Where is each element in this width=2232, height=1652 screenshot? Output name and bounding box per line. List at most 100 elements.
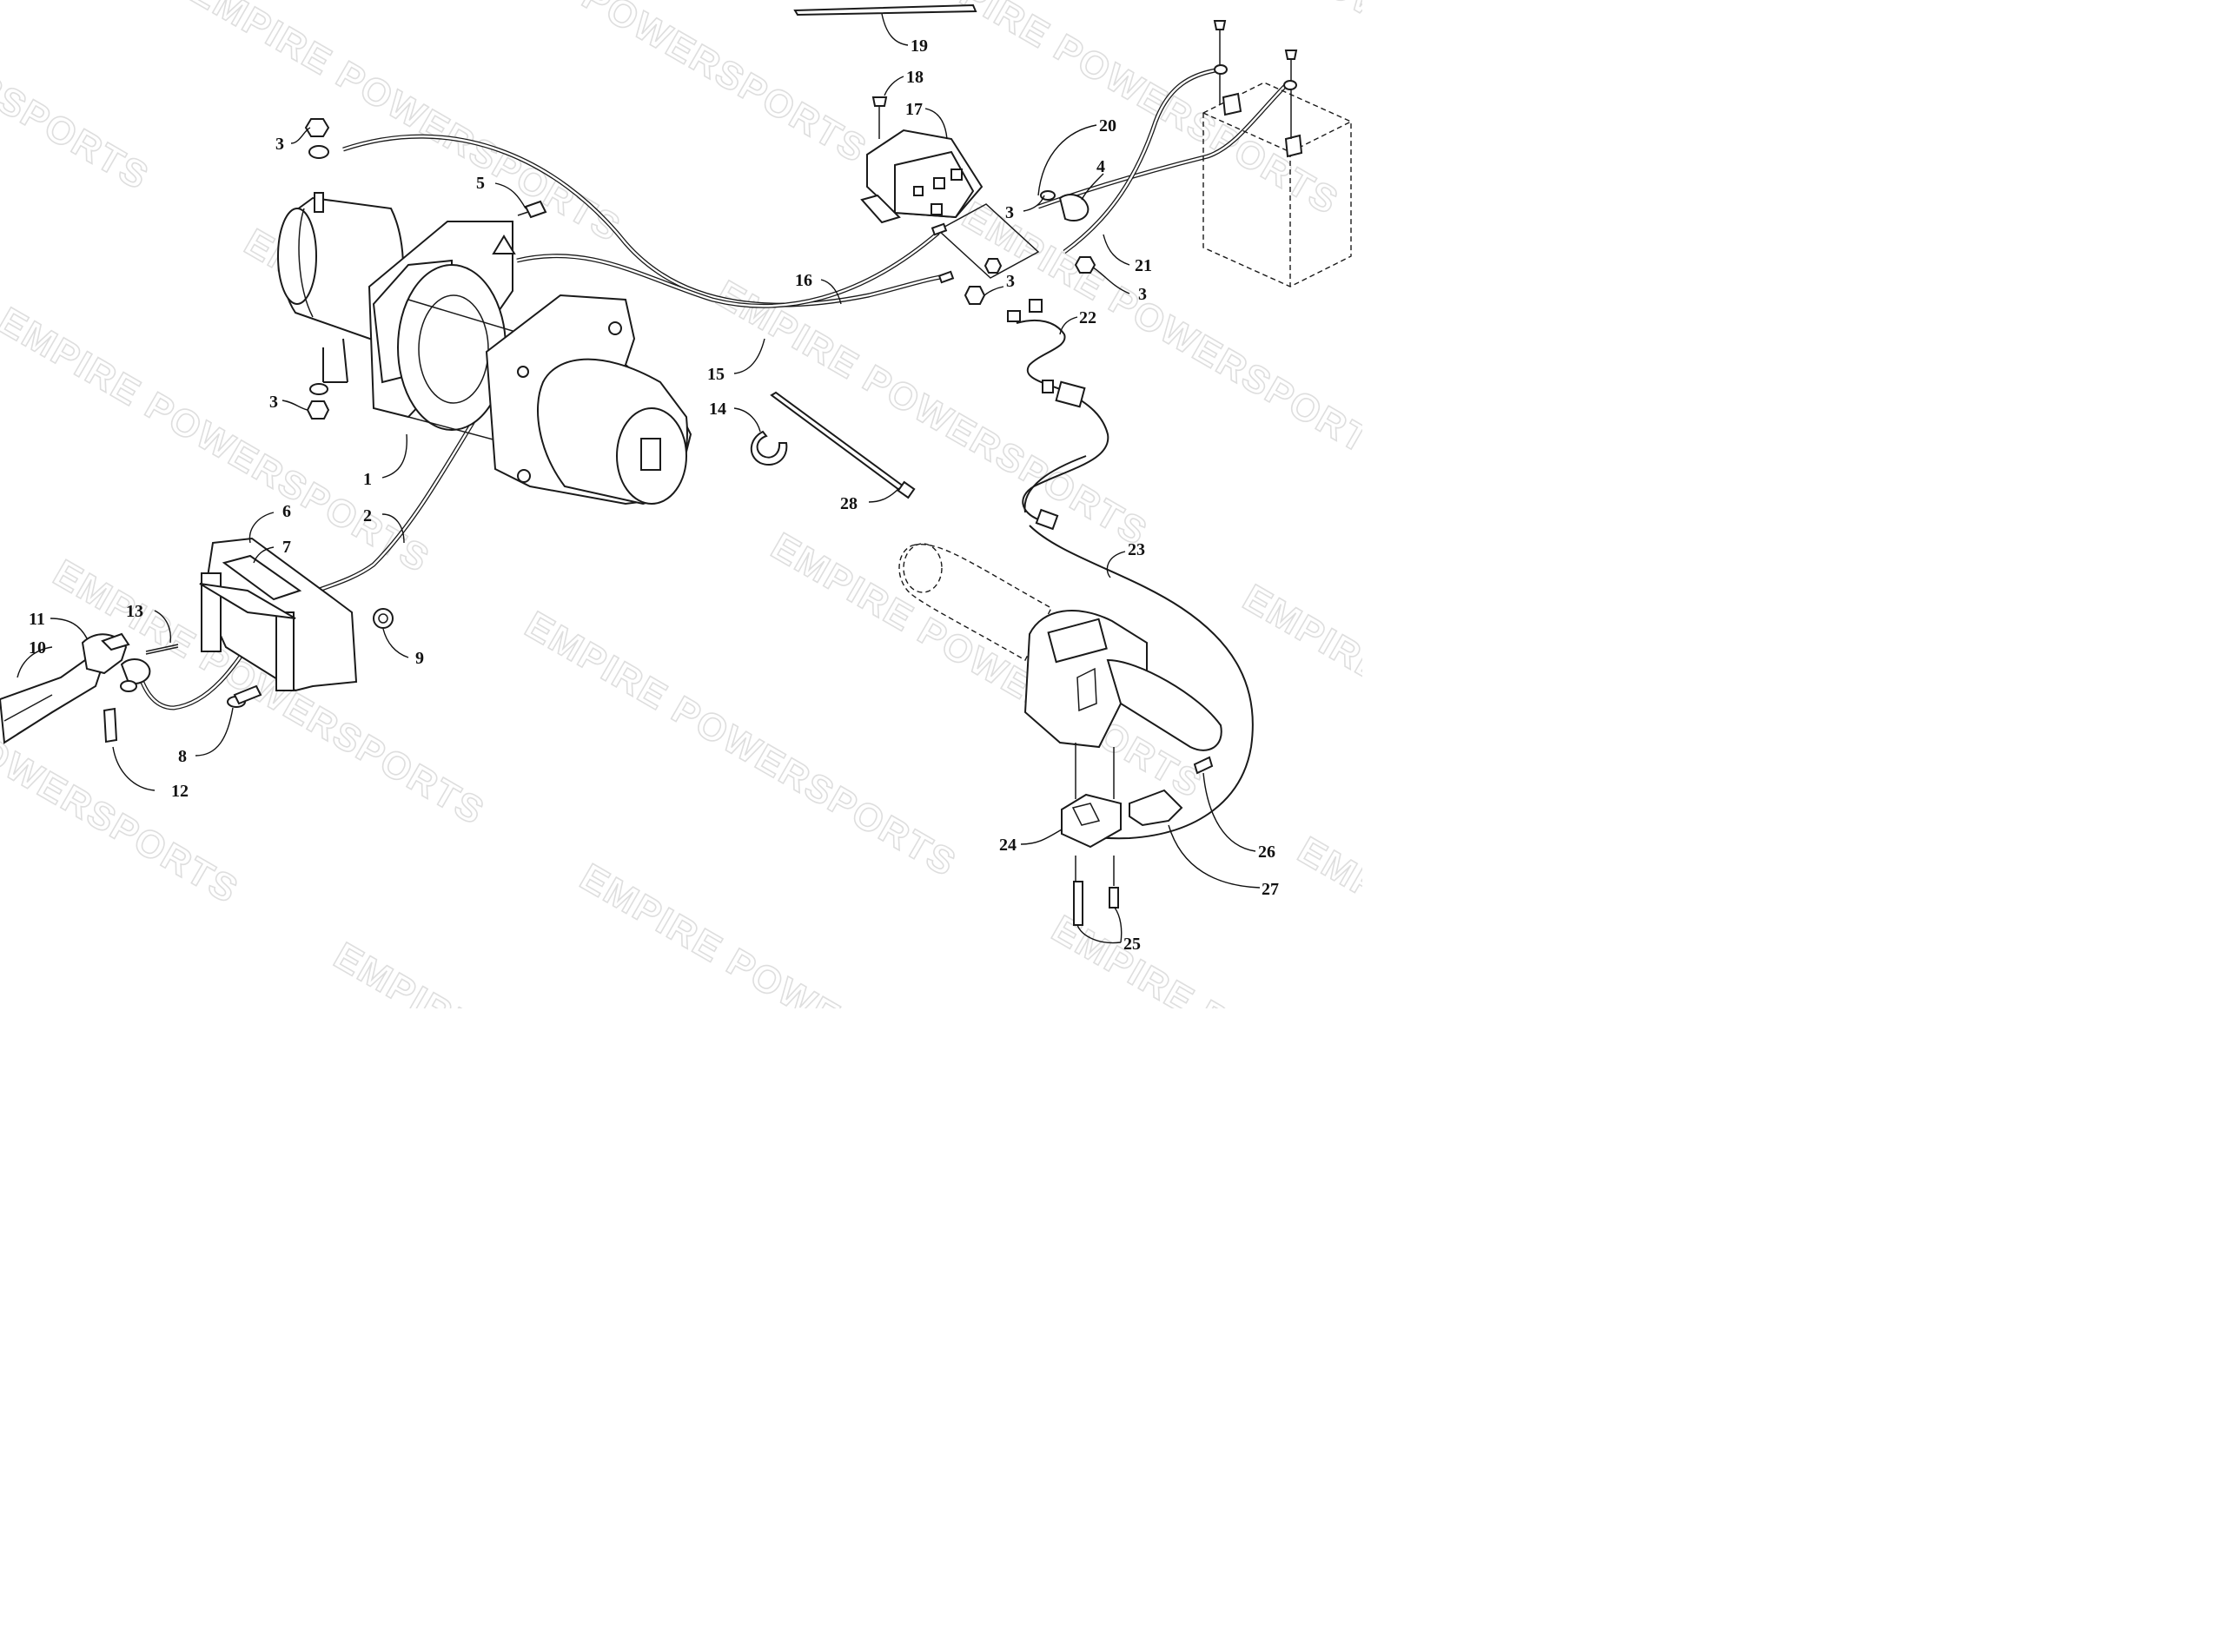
leader-11 [50,618,88,639]
bolt-5 [524,200,547,219]
leader-18 [884,76,904,96]
watermark-text: EMPIRE POWERSPORTS [1291,829,1362,1008]
leader-27 [1168,824,1261,889]
solenoid-terminal [913,186,924,196]
callout-11: 11 [29,610,45,629]
callout-24: 24 [999,836,1017,855]
battery-bolt [1213,20,1227,30]
battery-cable-20-inner [1037,84,1287,208]
leader-20 [1037,124,1097,196]
nut-3-solenoid [964,286,986,305]
leader-3c [1023,195,1045,212]
watermark-text: EMPIRE POWERSPORTS [1235,577,1362,858]
callout-3: 3 [1005,203,1014,222]
warning-label-icon [492,235,516,254]
battery-terminal-positive [1222,92,1242,116]
connector [1042,380,1054,393]
harness-22b [1023,455,1087,513]
callout-3: 3 [1006,272,1015,291]
cable-16-inner [516,232,939,307]
screw-25 [1073,881,1083,926]
leader-23 [1106,551,1126,578]
cotter-pin-13 [145,644,179,655]
leader-16 [820,279,842,305]
throttle-grip [1106,658,1222,751]
leader-lines [17,13,1261,944]
leader-8 [195,707,234,757]
solenoid-terminal [931,203,943,215]
leader-3b [281,400,308,411]
leader-26 [1202,772,1256,852]
roller-top [199,583,296,619]
callout-15: 15 [707,365,725,384]
fairlead-assembly [199,537,394,708]
leader-24 [1020,829,1063,845]
drum-inner [418,294,489,404]
roller-right [275,611,295,691]
leader-2 [381,513,405,544]
leader-17 [924,108,948,140]
battery-ring-terminal [1283,80,1297,90]
battery-terminal-negative [1284,134,1303,158]
watermark-text: EMPIRE POWERSPORTS [1044,908,1362,1008]
leader-3e [1092,267,1130,294]
circlip-14 [750,430,788,466]
nut-3-top [304,118,330,137]
clutch-lever [640,438,661,471]
nut-3-battery [1074,256,1096,274]
mount-hole-lower [517,469,531,483]
screw-25 [1109,887,1119,909]
control-assembly [898,543,1222,926]
leader-3d [984,286,1004,296]
bolt-8 [233,684,262,705]
solenoid-assembly [860,96,1096,305]
callouts: 1 2 3 3 3 3 3 4 5 6 7 8 9 10 11 12 13 14… [29,36,1279,954]
callout-17: 17 [905,100,923,119]
callout-26: 26 [1258,843,1275,862]
motor-terminal [314,192,324,213]
leader-13 [154,610,172,644]
hardware [304,118,547,420]
battery-top-edge [1202,112,1352,153]
connector [1035,508,1059,531]
leader-5 [494,182,527,209]
callout-28: 28 [840,494,858,513]
callout-3: 3 [1138,285,1147,304]
leader-4 [1081,173,1104,201]
leader-28 [868,487,900,503]
leader-10 [17,646,53,678]
cable-tie-19 [793,3,977,17]
connector [1029,299,1043,313]
leader-12 [112,746,156,791]
cable-terminal [937,270,955,284]
grip-end [903,543,943,593]
solenoid-bracket [860,194,901,224]
callout-21: 21 [1135,256,1152,275]
cables [136,3,1288,840]
watermark-text: EMPIRE POWERSPORTS [518,604,964,885]
leader-25 [1076,907,1123,944]
cable-tie-28-head [897,480,916,499]
callout-23: 23 [1128,540,1145,559]
leader-9 [382,628,409,658]
watermark: EMPIRE POWERSPORTS EMPIRE POWERSPORTS EM… [0,0,1362,1008]
callout-9: 9 [415,649,424,668]
strap-stripe [3,694,75,735]
callout-4: 4 [1096,157,1105,176]
washer-12 [120,680,137,692]
parts-diagram: EMPIRE POWERSPORTS EMPIRE POWERSPORTS EM… [0,0,1362,1008]
leader-15 [733,338,765,374]
callout-18: 18 [906,68,924,87]
solenoid-terminal [933,177,945,189]
callout-13: 13 [126,602,143,621]
callout-6: 6 [282,502,291,521]
battery-cable-21-inner [1063,68,1222,253]
warning-label [222,554,302,601]
watermark-text: EMPIRE POWERSPORTS [0,0,156,199]
hook-assembly [0,632,179,744]
leader-21 [1103,234,1130,266]
connector [1007,310,1021,322]
bracket-27 [1129,789,1183,827]
mount-slot [1071,803,1101,826]
cable-terminal [931,222,948,236]
